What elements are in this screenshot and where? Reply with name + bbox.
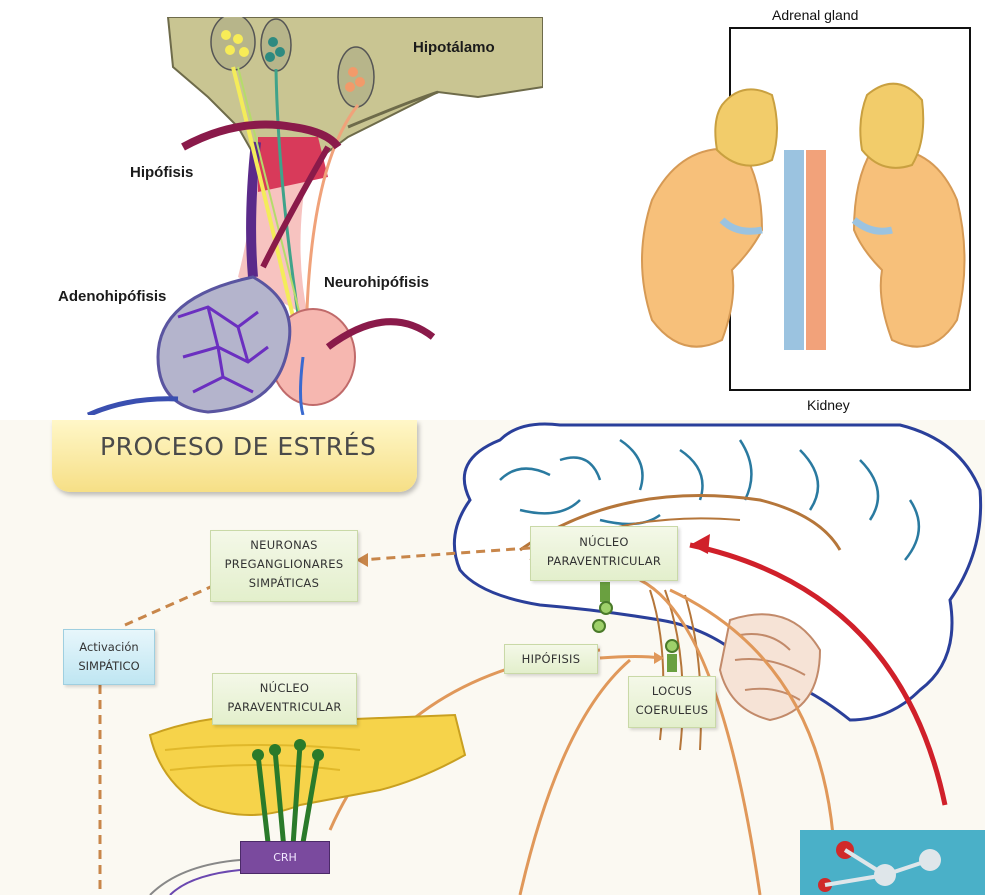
pituitary-label: Hipófisis (130, 164, 193, 181)
pituitary-illustration: Hipotálamo Hipófisis Adenohipófisis Neur… (8, 17, 543, 415)
adrenal-illustration: Adrenal gland Kidney (622, 0, 985, 415)
adrenal-diagram-panel: Adrenal gland Kidney (622, 0, 985, 415)
neurohypophysis-label: Neurohipófisis (324, 274, 429, 291)
adrenal-gland-label: Adrenal gland (772, 7, 858, 23)
kidney-label: Kidney (807, 397, 850, 413)
pituitary-box-label: HIPÓFISIS (505, 645, 597, 673)
paraventricular-nucleus-box-bottom: NÚCLEO PARAVENTRICULAR (212, 673, 357, 725)
sympathetic-activation-box: Activación SIMPÁTICO (63, 629, 155, 685)
pvn-bottom-line-2: PARAVENTRICULAR (213, 698, 356, 717)
pituitary-diagram-panel: Hipotálamo Hipófisis Adenohipófisis Neur… (8, 17, 543, 415)
preganglionic-line-2: PREGANGLIONARES (211, 555, 357, 574)
locus-line-2: COERULEUS (629, 701, 715, 720)
pvn-bottom-line-1: NÚCLEO (213, 679, 356, 698)
preganglionic-line-1: NEURONAS (211, 536, 357, 555)
sympathetic-line-2: SIMPÁTICO (78, 659, 139, 673)
locus-line-1: LOCUS (629, 682, 715, 701)
stress-process-title-box: PROCESO DE ESTRÉS (52, 420, 417, 492)
preganglionic-line-3: SIMPÁTICAS (211, 574, 357, 593)
pvn-top-line-2: PARAVENTRICULAR (531, 552, 677, 571)
sympathetic-line-1: Activación (79, 640, 138, 654)
paraventricular-nucleus-box-top: NÚCLEO PARAVENTRICULAR (530, 526, 678, 581)
crh-label: CRH (273, 851, 297, 864)
pituitary-box: HIPÓFISIS (504, 644, 598, 674)
crh-box: CRH (240, 841, 330, 874)
preganglionic-neurons-box: NEURONAS PREGANGLIONARES SIMPÁTICAS (210, 530, 358, 602)
locus-coeruleus-box: LOCUS COERULEUS (628, 676, 716, 728)
pvn-top-line-1: NÚCLEO (531, 533, 677, 552)
hypothalamus-label: Hipotálamo (413, 39, 495, 56)
stress-process-title: PROCESO DE ESTRÉS (100, 432, 376, 461)
stress-process-panel: PROCESO DE ESTRÉS NEURONAS PREGANGLIONAR… (0, 420, 985, 895)
adenohypophysis-label: Adenohipófisis (58, 288, 166, 305)
